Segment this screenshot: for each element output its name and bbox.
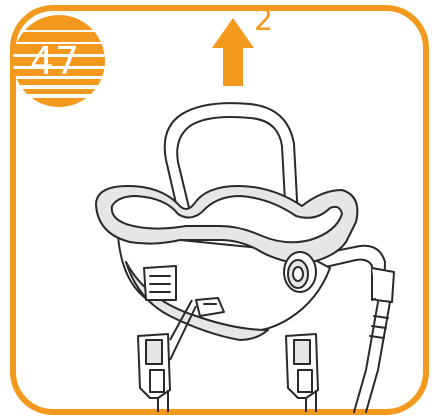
right-adapter — [286, 334, 318, 412]
handle-pivot-knob — [284, 252, 316, 292]
arrow-label: 2 — [254, 5, 273, 37]
car-seat-shell — [96, 186, 357, 340]
up-arrow-icon — [212, 18, 254, 86]
step-number: 47 — [20, 41, 90, 81]
